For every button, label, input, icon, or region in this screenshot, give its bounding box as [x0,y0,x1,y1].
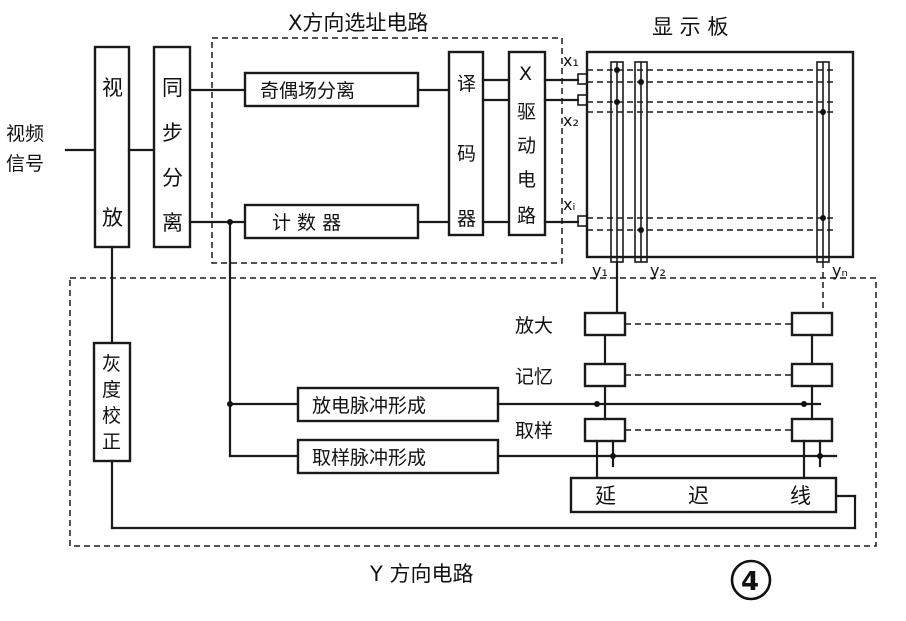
gray-corr-char-3: 校 [102,405,121,427]
display-panel-title: 显 示 板 [652,15,728,39]
x-driver-char-2: 驱 [517,101,536,123]
video-amp-char-2: 放 [102,206,123,230]
stage-label-amp: 放大 [515,315,553,337]
decoder-char-3: 器 [457,208,476,230]
x-driver-box [507,50,547,237]
sample-pulse-box [296,438,500,475]
x-driver-char-4: 电 [517,169,536,191]
row-label-xi: xᵢ [563,195,575,214]
delay-line-char-3: 线 [790,484,811,508]
x-driver-char-5: 路 [517,205,536,227]
memory-stage-n [790,362,834,388]
delay-line-char-1: 延 [595,484,616,508]
memory-stage-1 [583,362,627,388]
amp-stage-1 [583,311,627,337]
sync-sep-char-3: 分 [162,166,183,190]
delay-line-char-2: 迟 [688,484,709,508]
stage-label-memory: 记忆 [515,366,553,388]
col-label-yn: yₙ [832,261,848,280]
discharge-pulse-box [296,386,500,423]
decoder-box [447,50,485,237]
sync-sep-char-2: 步 [162,121,183,145]
decoder-char-1: 译 [457,73,476,95]
gray-corr-char-1: 灰 [102,353,121,375]
gray-corr-char-4: 正 [102,431,121,453]
x-address-title: X方向选址电路 [288,11,428,35]
y-direction-title: Y 方向电路 [369,562,474,586]
row-label-x2: x₂ [563,111,579,130]
y-direction-region [69,277,877,547]
x-driver-char-1: X [519,63,532,85]
display-panel [585,50,855,259]
sample-pulse-label: 取样脉冲形成 [312,447,426,469]
col-label-y1: y₁ [592,261,608,280]
video-amp-char-1: 视 [102,76,123,100]
input-label-2: 信号 [6,153,44,175]
x-address-region [211,37,563,264]
row-label-x1: x₁ [563,51,579,70]
sync-separator-box [152,45,192,249]
discharge-pulse-label: 放电脉冲形成 [312,395,426,417]
video-amp-box [93,45,131,249]
counter-label: 计 数 器 [272,212,341,234]
x-driver-char-3: 动 [517,135,536,157]
gray-corr-char-2: 度 [102,379,121,401]
delay-line-box [569,476,838,514]
sync-sep-char-4: 离 [162,211,183,235]
col-label-y2: y₂ [650,261,666,280]
counter-box [243,203,420,240]
sample-stage-1 [583,417,627,443]
sync-sep-char-1: 同 [162,76,183,100]
stage-label-sample: 取样 [515,420,553,442]
figure-number: 4 [741,567,759,597]
sample-stage-n [790,417,834,443]
amp-stage-n [790,311,834,337]
figure-number-circle [730,559,772,601]
input-label-1: 视频 [6,123,44,145]
odd-even-label: 奇偶场分离 [260,80,355,102]
decoder-char-2: 码 [457,143,476,165]
